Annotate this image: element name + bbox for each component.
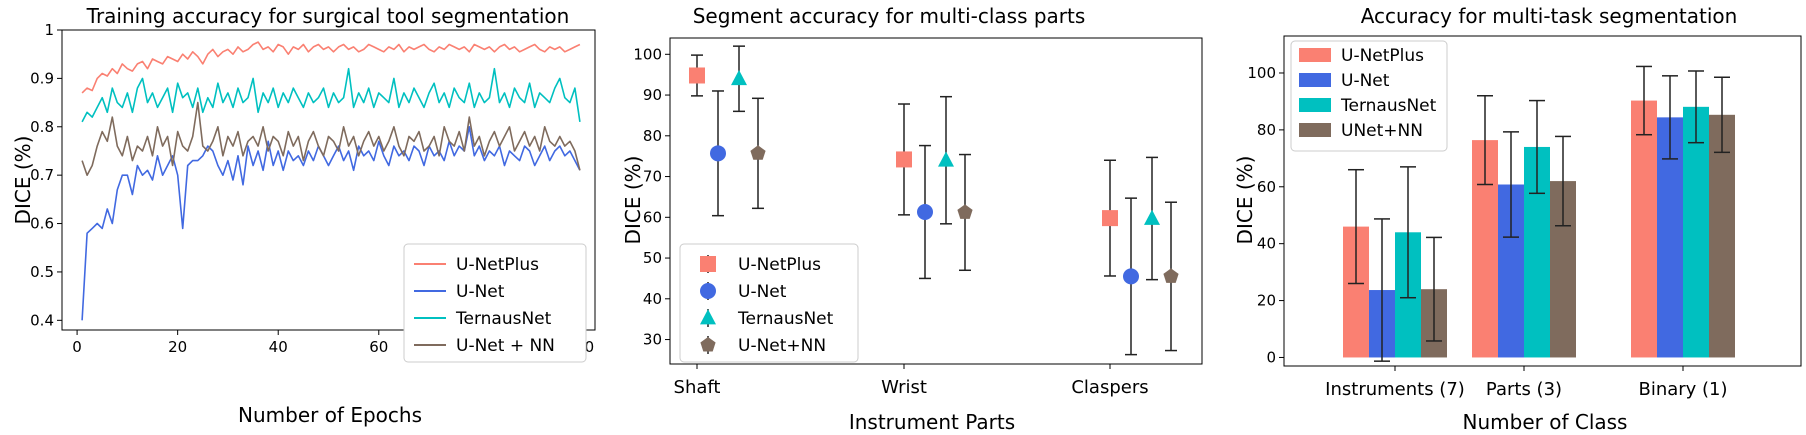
legend-label: U-NetPlus (738, 255, 821, 275)
panel-training-accuracy: Training accuracy for surgical tool segm… (11, 4, 596, 427)
y-tick-label: 0.4 (30, 311, 54, 329)
x-tick-label: 0 (72, 338, 82, 356)
y-tick-label: 0.9 (30, 69, 54, 87)
y-tick-label: 0.8 (30, 118, 54, 136)
legend-swatch (1299, 48, 1331, 62)
chart3-y-axis-label: DICE (%) (1233, 156, 1257, 245)
y-tick-label: 50 (643, 249, 662, 267)
data-point (750, 145, 766, 160)
data-point (689, 67, 705, 84)
chart1-y-axis-label: DICE (%) (11, 136, 35, 225)
y-tick-label: 100 (1247, 64, 1276, 82)
legend-label: TernausNet (737, 309, 834, 329)
legend-swatch (1299, 123, 1331, 137)
y-tick-label: 0 (1266, 348, 1276, 366)
chart2-plot-area (669, 37, 1203, 365)
legend-swatch (1299, 73, 1331, 87)
series-line-0 (81, 41, 581, 94)
x-tick-label: Instruments (7) (1325, 379, 1465, 400)
legend-label: U-NetPlus (1341, 46, 1424, 66)
chart1-y-ticks: 0.4 0.5 0.6 0.7 0.8 0.9 1 (30, 21, 62, 329)
legend-label: U-NetPlus (456, 255, 539, 275)
y-tick-label: 0.7 (30, 166, 54, 184)
bar (1631, 100, 1657, 358)
chart3-plot-area (1283, 35, 1802, 367)
legend-label: U-Net (738, 282, 787, 302)
x-tick-label: Binary (1) (1638, 379, 1727, 400)
data-point (731, 69, 747, 86)
chart1-legend-box (403, 243, 587, 363)
series-line-3 (81, 101, 581, 176)
y-tick-label: 1 (44, 21, 54, 39)
chart2-legend-box (679, 243, 859, 363)
data-point (1102, 210, 1118, 227)
data-point (957, 204, 973, 219)
chart3-title: Accuracy for multi-task segmentation (1361, 4, 1738, 28)
y-tick-label: 40 (1257, 235, 1276, 253)
chart2-title: Segment accuracy for multi-class parts (693, 4, 1086, 28)
y-tick-label: 30 (643, 331, 662, 349)
legend-label: U-Net (1341, 71, 1390, 91)
legend-label: U-Net+NN (738, 336, 826, 356)
chart3-x-ticks: Instruments (7) Parts (3) Binary (1) (1325, 366, 1728, 400)
legend-label: TernausNet (1340, 96, 1437, 116)
y-tick-label: 60 (1257, 178, 1276, 196)
chart3-x-axis-label: Number of Class (1463, 410, 1628, 434)
series-line-1 (81, 126, 581, 321)
y-tick-label: 70 (643, 168, 662, 186)
bar (1683, 106, 1709, 358)
y-tick-label: 80 (1257, 121, 1276, 139)
legend-label: U-Net (456, 282, 505, 302)
panel-segment-accuracy: Segment accuracy for multi-class parts 3… (621, 4, 1203, 434)
y-tick-label: 90 (643, 86, 662, 104)
y-tick-label: 40 (643, 290, 662, 308)
legend-swatch (700, 337, 716, 352)
x-tick-label: Wrist (881, 377, 927, 398)
legend-swatch (700, 283, 716, 299)
chart1-x-axis-label: Number of Epochs (238, 403, 422, 427)
chart1-title: Training accuracy for surgical tool segm… (86, 4, 570, 28)
y-tick-label: 60 (643, 208, 662, 226)
x-tick-label: Claspers (1071, 377, 1148, 398)
chart3-bars (1343, 65, 1735, 362)
y-tick-label: 0.6 (30, 215, 54, 233)
legend-swatch (1299, 98, 1331, 112)
bar (1709, 114, 1735, 358)
chart2-y-axis-label: DICE (%) (621, 156, 645, 245)
x-tick-label: 60 (369, 338, 388, 356)
legend-label: U-Net + NN (456, 336, 555, 356)
data-point (917, 204, 933, 221)
legend-label: UNet+NN (1341, 121, 1423, 141)
chart1-series-lines (81, 41, 581, 321)
data-point (896, 151, 912, 168)
data-point (710, 145, 726, 162)
y-tick-label: 20 (1257, 292, 1276, 310)
chart1-plot-area (61, 29, 596, 331)
y-tick-label: 100 (633, 45, 662, 63)
series-line-2 (81, 67, 581, 123)
data-point (938, 151, 954, 167)
legend-label: TernausNet (455, 309, 552, 329)
legend-swatch (700, 256, 716, 272)
chart2-series-points (689, 45, 1179, 356)
data-point (1144, 209, 1160, 225)
chart2-x-ticks: Shaft Wrist Claspers (674, 364, 1149, 398)
y-tick-label: 0.5 (30, 263, 54, 281)
x-tick-label: Parts (3) (1486, 379, 1562, 400)
data-point (1123, 268, 1139, 285)
x-tick-label: 40 (269, 338, 288, 356)
x-tick-label: 20 (168, 338, 187, 356)
chart2-x-axis-label: Instrument Parts (849, 410, 1015, 434)
legend-swatch (700, 309, 716, 325)
x-tick-label: Shaft (674, 377, 721, 398)
chart3-y-ticks: 0 20 40 60 80 100 (1247, 64, 1284, 366)
panel-multitask-accuracy: Accuracy for multi-task segmentation 0 20… (1233, 4, 1802, 434)
chart2-y-ticks: 30 40 50 60 70 80 90 100 (633, 45, 670, 349)
y-tick-label: 80 (643, 127, 662, 145)
data-point (1163, 268, 1179, 283)
